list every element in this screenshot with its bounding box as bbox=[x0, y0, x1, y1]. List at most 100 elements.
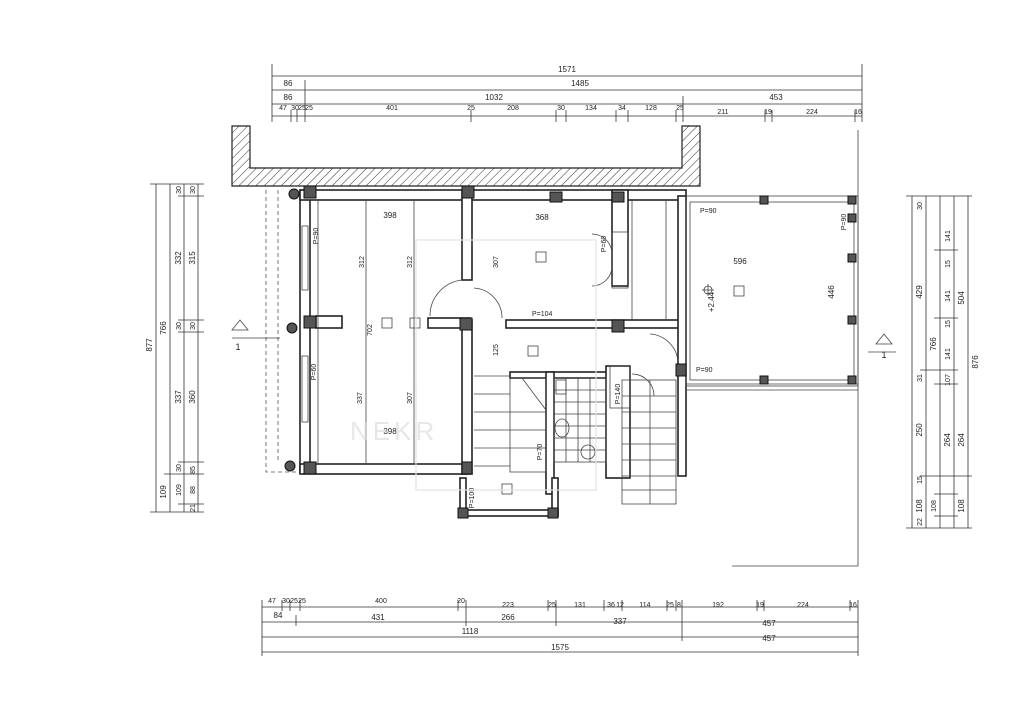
door-label: P=90 bbox=[696, 367, 713, 374]
room-dim-label: 307 bbox=[493, 256, 500, 268]
right-dim-label: 108 bbox=[915, 499, 924, 513]
bottom-dim-label: 1118 bbox=[462, 627, 479, 636]
bottom-dim-label: 84 bbox=[274, 611, 283, 620]
section-label: 1 bbox=[235, 342, 240, 352]
foundation-outline bbox=[265, 190, 300, 473]
left-dim-label: 109 bbox=[159, 485, 168, 499]
room-dimensions: 398 398 312 312 702 337 307 368 307 125 … bbox=[357, 211, 836, 436]
bottom-dim-label: 20 bbox=[457, 598, 465, 605]
bottom-dim-label: 457 bbox=[762, 619, 776, 628]
left-dim-label: 332 bbox=[174, 251, 183, 265]
left-dim-label: 109 bbox=[176, 484, 183, 496]
section-marker-right: 1 bbox=[868, 333, 896, 360]
right-dim-label: 15 bbox=[917, 476, 924, 484]
walls bbox=[299, 189, 859, 517]
top-dim-total: 1571 bbox=[558, 65, 576, 74]
door-label: P=90 bbox=[700, 208, 717, 215]
bottom-dim-label: 224 bbox=[797, 602, 809, 609]
right-dim-label: 141 bbox=[945, 230, 952, 242]
top-dim-label: 30 bbox=[291, 105, 299, 112]
left-dim-label: 85 bbox=[190, 466, 197, 474]
bottom-dim-label: 457 bbox=[762, 634, 776, 643]
room-dim-label: 125 bbox=[493, 344, 500, 356]
site-boundary bbox=[732, 130, 859, 567]
top-dim-label: 128 bbox=[645, 105, 657, 112]
section-label: 1 bbox=[881, 350, 886, 360]
door-label: P=90 bbox=[841, 214, 848, 231]
top-dim-label: 19 bbox=[764, 109, 772, 116]
bottom-dim-label: 192 bbox=[712, 602, 724, 609]
room-dim-label: 312 bbox=[359, 256, 366, 268]
left-dimensions: 877 766 109 30 332 30 337 30 109 88 21 3… bbox=[145, 183, 204, 513]
columns bbox=[284, 185, 857, 519]
right-dim-label: 108 bbox=[931, 500, 938, 512]
right-dim-label: 30 bbox=[917, 202, 924, 210]
right-dim-label: 504 bbox=[957, 291, 966, 305]
bottom-dimensions: 47 30 25 25 400 20 223 25 131 36 12 114 … bbox=[261, 598, 859, 656]
left-dim-label: 30 bbox=[176, 464, 183, 472]
bottom-dim-label: 47 bbox=[268, 598, 276, 605]
section-marker-left: 1 bbox=[231, 319, 280, 352]
stair-and-bath bbox=[474, 375, 677, 505]
outlet-symbols bbox=[381, 251, 745, 495]
left-dim-label: 21 bbox=[190, 504, 197, 512]
top-dim-label: 30 bbox=[557, 105, 565, 112]
bottom-dim-label: 25 bbox=[548, 602, 556, 609]
door-label: P=100 bbox=[469, 488, 476, 509]
room-dim-label: 398 bbox=[383, 211, 397, 220]
watermark: NEKR bbox=[350, 239, 597, 491]
right-dim-label: 429 bbox=[915, 285, 924, 299]
top-dim-label: 25 bbox=[467, 105, 475, 112]
door-label: P=104 bbox=[532, 311, 553, 318]
bottom-dim-label: 25 bbox=[298, 598, 306, 605]
top-dim-label: 16 bbox=[854, 109, 862, 116]
top-dim-label: 86 bbox=[284, 93, 293, 102]
door-labels: P=90 P=90 P=90 P=90 P=104 P=60 P=60 P=14… bbox=[311, 208, 848, 508]
bottom-dim-label: 16 bbox=[849, 602, 857, 609]
right-dim-label: 22 bbox=[917, 518, 924, 526]
bottom-dim-label: 30 bbox=[282, 598, 290, 605]
room-dim-label: 702 bbox=[367, 324, 374, 336]
right-dim-label: 108 bbox=[957, 499, 966, 513]
bottom-dim-label: 36 bbox=[607, 602, 615, 609]
door-label: P=60 bbox=[601, 236, 608, 253]
right-dimensions: 876 429 766 31 30 141 15 141 15 141 107 … bbox=[906, 195, 980, 529]
level-marker: +2.44 bbox=[707, 291, 716, 312]
left-dim-label: 30 bbox=[176, 322, 183, 330]
windows bbox=[301, 200, 667, 464]
bottom-dim-label: 431 bbox=[371, 613, 385, 622]
right-dim-label: 31 bbox=[917, 374, 924, 382]
room-dim-label: 337 bbox=[357, 392, 364, 404]
room-dim-label: 312 bbox=[407, 256, 414, 268]
door-label: P=140 bbox=[615, 384, 622, 405]
left-dim-label: 30 bbox=[190, 322, 197, 330]
top-dim-label: 25 bbox=[305, 105, 313, 112]
top-dim-label: 25 bbox=[298, 105, 306, 112]
door-label: P=70 bbox=[537, 444, 544, 461]
right-dim-label: 264 bbox=[943, 433, 952, 447]
door-swings bbox=[429, 233, 679, 397]
room-dim-label: 307 bbox=[407, 392, 414, 404]
bottom-dim-label: 223 bbox=[502, 602, 514, 609]
retaining-wall bbox=[231, 125, 701, 187]
bottom-dim-label: 8 bbox=[677, 602, 681, 609]
room-dim-label: 368 bbox=[535, 213, 549, 222]
room-dim-label: 596 bbox=[733, 257, 747, 266]
top-dim-label: 86 bbox=[284, 79, 293, 88]
right-dim-label: 107 bbox=[945, 374, 952, 386]
left-dim-label: 30 bbox=[176, 186, 183, 194]
left-dim-label: 337 bbox=[174, 390, 183, 404]
right-dim-label: 15 bbox=[945, 260, 952, 268]
right-dim-label: 141 bbox=[945, 348, 952, 360]
top-dim-label: 453 bbox=[769, 93, 783, 102]
top-dim-label: 134 bbox=[585, 105, 597, 112]
room-dim-label: 398 bbox=[383, 427, 397, 436]
top-dim-label: 1032 bbox=[485, 93, 503, 102]
top-dim-label: 34 bbox=[618, 105, 626, 112]
bottom-dim-label: 266 bbox=[501, 613, 515, 622]
top-dimensions: 1571 86 1485 86 1032 453 47 30 25 25 401… bbox=[271, 64, 863, 122]
left-dim-label: 88 bbox=[190, 486, 197, 494]
bottom-dim-label: 337 bbox=[613, 617, 627, 626]
right-dim-label: 766 bbox=[929, 337, 938, 351]
door-label: P=90 bbox=[313, 228, 320, 245]
